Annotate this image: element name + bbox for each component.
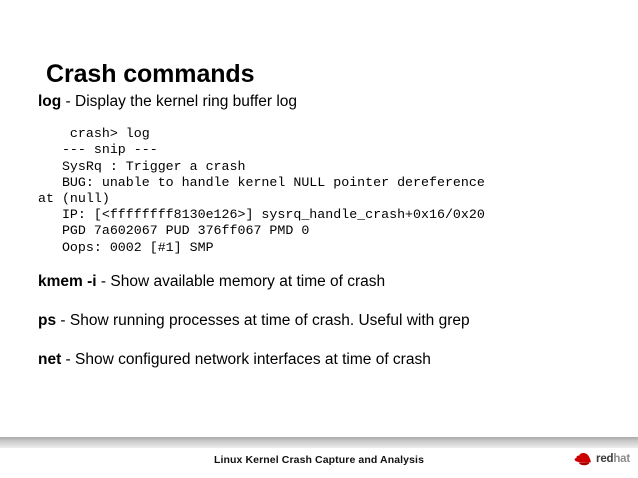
command-name-log: log	[38, 93, 62, 110]
command-name-ps: ps	[38, 311, 57, 329]
command-entry-kmem: kmem -i - Show available memory at time …	[38, 272, 608, 293]
brand-word-red: red	[596, 452, 614, 465]
command-name-kmem: kmem -i	[38, 272, 97, 290]
command-description-net: - Show configured network interfaces at …	[61, 350, 431, 368]
command-entry-net: net - Show configured network interfaces…	[38, 350, 608, 371]
footer-title: Linux Kernel Crash Capture and Analysis	[213, 454, 425, 466]
command-description-ps: - Show running processes at time of cras…	[56, 311, 470, 329]
redhat-shadowman-icon	[574, 453, 591, 466]
redhat-wordmark: redhat	[596, 452, 630, 466]
slide-body: log - Display the kernel ring buffer log…	[38, 92, 608, 371]
redhat-logo: redhat	[574, 452, 630, 467]
command-name-net: net	[38, 350, 62, 368]
command-entry-ps: ps - Show running processes at time of c…	[38, 311, 608, 332]
footer-bar	[0, 448, 638, 478]
command-entry-log: log - Display the kernel ring buffer log	[38, 92, 608, 113]
command-description-log: - Display the kernel ring buffer log	[61, 93, 298, 110]
console-output-block: crash> log --- snip --- SysRq : Trigger …	[38, 126, 485, 255]
page-title: Crash commands	[46, 59, 255, 88]
brand-word-hat: hat	[613, 452, 630, 465]
command-description-kmem: - Show available memory at time of crash	[96, 272, 386, 290]
